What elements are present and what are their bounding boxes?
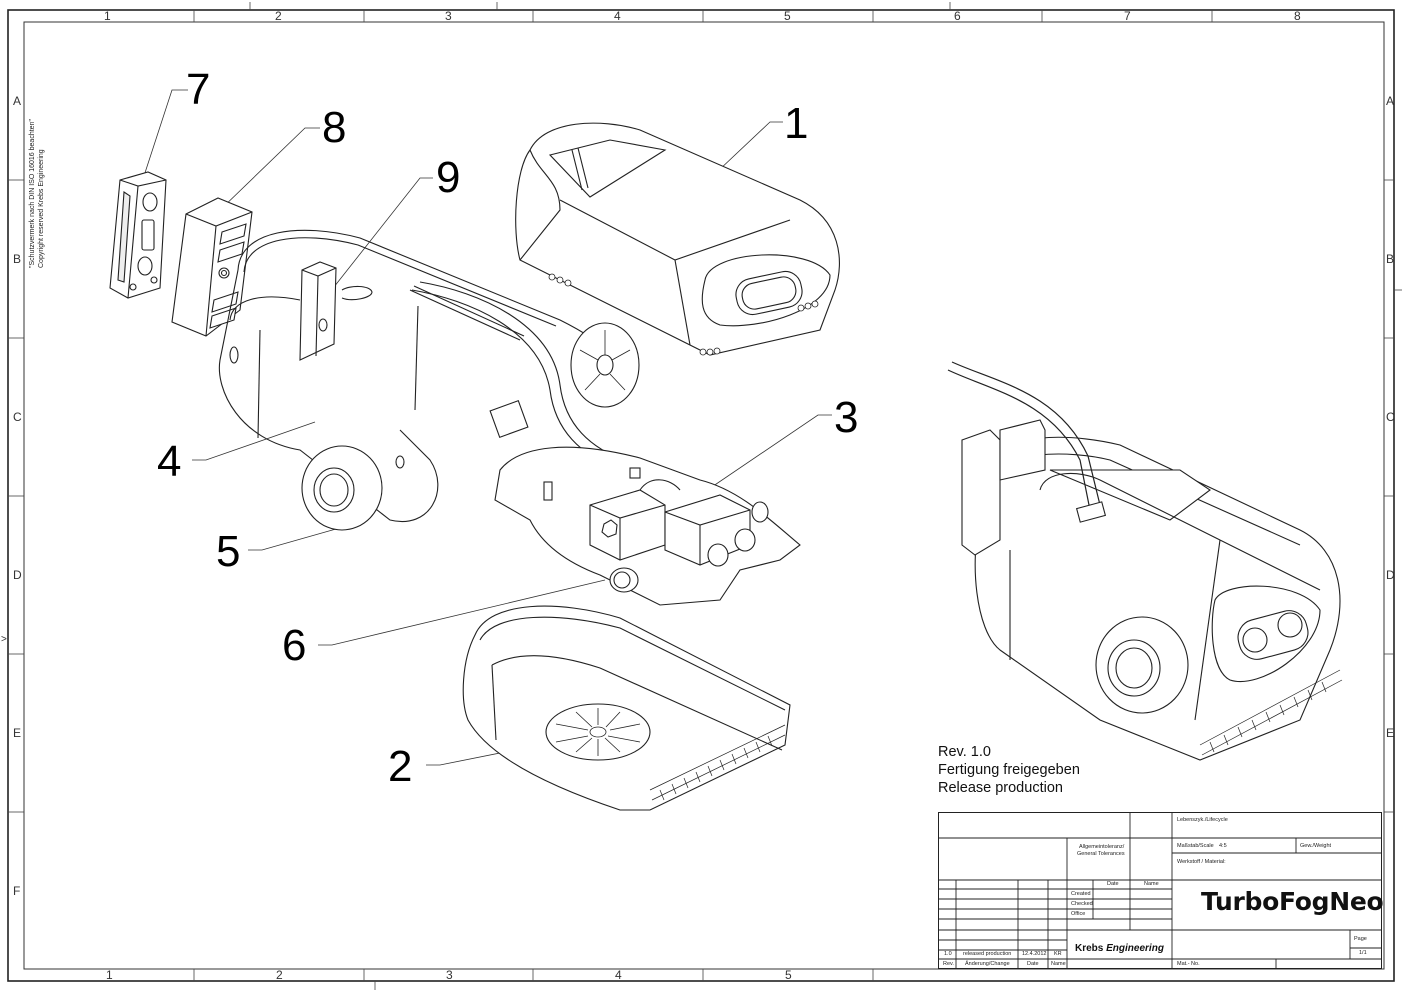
zone-row-b-right: B <box>1386 252 1395 266</box>
balloon-2: 2 <box>388 742 413 791</box>
zone-row-d-left: D <box>13 568 22 582</box>
balloon-9: 9 <box>436 153 461 202</box>
part-5-wheel <box>301 445 383 531</box>
general-tolerances-label-2: General Tolerances <box>1077 851 1125 857</box>
zone-col-bottom-4: 4 <box>615 968 622 982</box>
zone-row-f-left: F <box>13 884 21 898</box>
title-block-grid <box>938 812 1382 969</box>
side-mark: > <box>1 634 7 645</box>
date-header: Date <box>1107 881 1119 887</box>
revision-row-rev: 1.0 <box>944 951 952 957</box>
zone-col-7: 7 <box>1124 9 1131 23</box>
balloon-4: 4 <box>157 437 182 486</box>
leader-4 <box>192 421 316 461</box>
zone-col-4: 4 <box>614 9 621 23</box>
inner-border <box>23 21 1385 970</box>
revision-note-line-3: Release production <box>938 780 1063 796</box>
leader-9 <box>329 177 433 293</box>
zone-row-c-right: C <box>1386 410 1395 424</box>
revision-header-change: Änderung/Change <box>965 961 1010 967</box>
zone-col-5: 5 <box>784 9 791 23</box>
company-name-bold: Krebs <box>1075 943 1104 954</box>
part-7-end-plate <box>109 171 167 299</box>
scale-label: Maßstab/Scale <box>1177 843 1214 849</box>
leader-8 <box>217 127 320 213</box>
part-3-valve-assembly <box>489 400 801 606</box>
copyright-line-2: Copyright reserved Krebs Engineering <box>38 149 45 268</box>
balloon-3: 3 <box>834 393 859 442</box>
title-block: Lebenszyk./Lifecycle Allgemeintoleranz/ … <box>938 812 1384 969</box>
office-label: Office <box>1071 911 1086 917</box>
lifecycle-label: Lebenszyk./Lifecycle <box>1177 817 1228 823</box>
zone-col-6: 6 <box>954 9 961 23</box>
zone-row-a-left: A <box>13 94 22 108</box>
leader-6 <box>318 579 606 646</box>
rear-wheel <box>570 322 640 408</box>
zone-col-3: 3 <box>445 9 452 23</box>
checked-label: Checked <box>1071 901 1093 907</box>
revision-row-date: 12.4.2012 <box>1022 951 1047 957</box>
weight-label: Gew./Weight <box>1300 843 1332 849</box>
zone-row-a-right: A <box>1386 94 1395 108</box>
page-label: Page <box>1354 936 1367 942</box>
outer-border <box>7 9 1395 982</box>
zone-dividers <box>8 2 1402 990</box>
zone-col-2: 2 <box>275 9 282 23</box>
revision-note-line-2: Fertigung freigegeben <box>938 762 1080 778</box>
zone-col-bottom-2: 2 <box>276 968 283 982</box>
zone-row-d-right: D <box>1386 568 1395 582</box>
company-name: Krebs Engineering <box>1075 943 1164 954</box>
company-name-italic: Engineering <box>1106 943 1164 954</box>
zone-row-c-left: C <box>13 410 22 424</box>
revision-row-change: released production <box>963 951 1012 957</box>
general-tolerances-label-1: Allgemeintoleranz/ <box>1079 844 1125 850</box>
zone-row-e-right: E <box>1386 726 1395 740</box>
page-value: 1/1 <box>1359 950 1367 956</box>
balloon-7: 7 <box>186 65 211 114</box>
mat-no-label: Mat.- No. <box>1177 961 1200 967</box>
leader-3 <box>699 414 832 496</box>
revision-header-rev: Rev. <box>943 961 954 967</box>
product-title: TurboFogNeo <box>1201 887 1384 916</box>
assembled-view <box>947 361 1343 761</box>
copyright-line-1: "Schutzvermerk nach DIN ISO 16016 beacht… <box>29 119 36 268</box>
copyright-note: "Schutzvermerk nach DIN ISO 16016 beacht… <box>28 119 46 268</box>
leader-5 <box>248 524 351 551</box>
name-header: Name <box>1144 881 1159 887</box>
material-label: Werkstoff / Material: <box>1177 859 1226 865</box>
zone-col-1: 1 <box>104 9 111 23</box>
zone-col-bottom-1: 1 <box>106 968 113 982</box>
scale-value: 4:5 <box>1219 843 1227 849</box>
revision-header-name: Name <box>1051 961 1066 967</box>
part-4-housing <box>218 229 611 523</box>
zone-row-e-left: E <box>13 726 22 740</box>
zone-col-bottom-5: 5 <box>785 968 792 982</box>
revision-header-date: Date <box>1027 961 1039 967</box>
balloon-8: 8 <box>322 103 347 152</box>
balloon-1: 1 <box>784 99 809 148</box>
part-1-top-cover <box>515 122 840 356</box>
zone-col-bottom-3: 3 <box>446 968 453 982</box>
balloon-6: 6 <box>282 621 307 670</box>
zone-row-b-left: B <box>13 252 22 266</box>
leader-7 <box>141 89 188 183</box>
part-2-bottom-tray <box>462 605 791 811</box>
revision-row-name: KR <box>1054 951 1062 957</box>
revision-note: Rev. 1.0 Fertigung freigegeben Release p… <box>938 743 1080 797</box>
revision-note-line-1: Rev. 1.0 <box>938 744 991 760</box>
balloon-5: 5 <box>216 527 241 576</box>
part-8-block <box>171 197 253 337</box>
zone-col-8: 8 <box>1294 9 1301 23</box>
created-label: Created <box>1071 891 1091 897</box>
